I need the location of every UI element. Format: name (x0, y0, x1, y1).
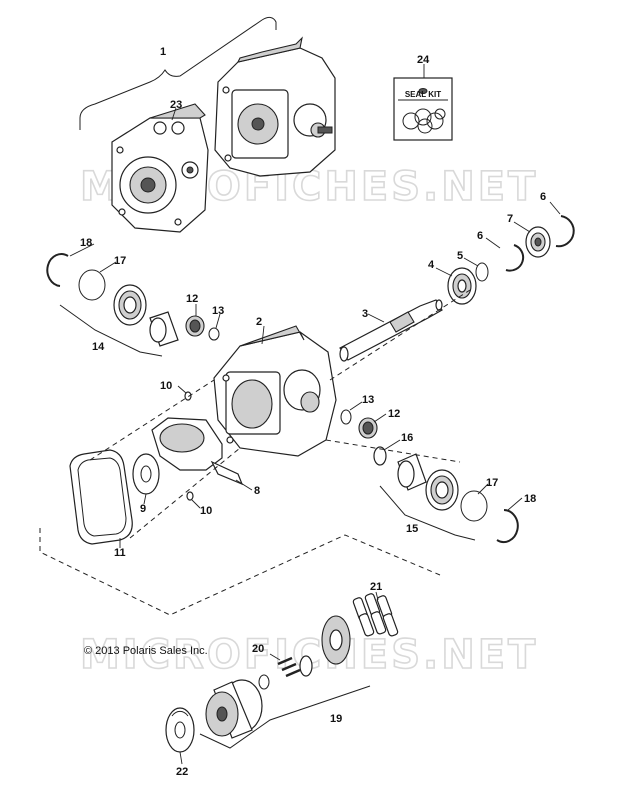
retaining-ring-part-18-left (46, 253, 69, 287)
seal-part-4 (447, 267, 477, 305)
cylinder-block-part-19 (205, 679, 263, 739)
callout-14: 14 (92, 341, 105, 353)
callout-15: 15 (406, 523, 418, 535)
callout-18-left: 18 (80, 237, 92, 249)
dowel-pin-part-10-upper (184, 391, 192, 401)
callout-19: 19 (330, 713, 342, 725)
valve-plate-part-22 (165, 707, 195, 753)
dowel-pin-part-10-lower (186, 491, 194, 501)
bearing-part-12-right (358, 417, 378, 439)
bearing-part-14 (113, 284, 147, 326)
main-housing-part-1 (214, 36, 336, 177)
o-ring-part-13-right (340, 409, 352, 425)
callout-21: 21 (370, 581, 382, 593)
pump-housing-part-23 (111, 103, 209, 233)
pistons-part-21 (352, 593, 399, 637)
bearing-part-12-left (185, 315, 205, 337)
bearing-part-15 (425, 469, 459, 511)
callout-6-upper: 6 (540, 191, 546, 203)
callout-7: 7 (507, 213, 513, 225)
callout-2: 2 (256, 316, 262, 328)
retaining-ring-part-18-right (496, 509, 519, 543)
callout-18-right: 18 (524, 493, 536, 505)
callout-13-right: 13 (362, 394, 374, 406)
seal-kit-box-24: SEAL KIT (393, 77, 453, 141)
callout-22: 22 (176, 766, 188, 778)
callout-6-lower: 6 (477, 230, 483, 242)
thrust-washer-part-9 (132, 453, 160, 495)
bracket-assembly-15 (379, 485, 476, 541)
bracket-assembly-14 (59, 304, 163, 357)
callout-3: 3 (362, 308, 368, 320)
callout-23: 23 (170, 99, 182, 111)
seal-kit-label: SEAL KIT (405, 90, 441, 99)
center-housing-part-2 (213, 325, 337, 457)
callout-12-right: 12 (388, 408, 400, 420)
copyright-text: © 2013 Polaris Sales Inc. (84, 645, 208, 657)
callout-16: 16 (401, 432, 413, 444)
callout-17-left: 17 (114, 255, 126, 267)
swashplate-part-8 (151, 417, 244, 486)
callout-9: 9 (140, 503, 146, 515)
bearing-sleeve-part-15 (397, 453, 427, 491)
callout-4: 4 (428, 259, 435, 271)
callout-1: 1 (160, 46, 166, 58)
gasket-part-11 (69, 449, 133, 545)
callout-labels: 1 2 3 4 5 6 6 7 8 9 10 10 11 12 12 13 13… (80, 46, 546, 778)
o-ring-part-13-left (208, 327, 220, 341)
dashed-assembly-lines (39, 289, 471, 616)
callout-5: 5 (457, 250, 463, 262)
callout-11: 11 (114, 547, 126, 559)
bracket-assembly-1 (79, 16, 277, 130)
retaining-ring-part-6-lower (505, 244, 525, 272)
o-ring-part-17-right (460, 490, 488, 522)
ring-part-19 (258, 655, 313, 690)
callout-8: 8 (254, 485, 260, 497)
bearing-sleeve-part-14 (149, 311, 179, 347)
leader-lines (69, 64, 561, 765)
callout-20: 20 (252, 643, 264, 655)
callout-13-left: 13 (212, 305, 224, 317)
washer-part-5 (475, 262, 489, 282)
bearing-part-7 (525, 226, 551, 258)
callout-24: 24 (417, 54, 430, 66)
input-shaft-part-3 (339, 299, 443, 362)
retaining-ring-part-6-upper (555, 215, 575, 248)
spring-pins-part-20 (277, 656, 301, 678)
callout-10-upper: 10 (160, 380, 172, 392)
o-ring-part-17-left (78, 269, 106, 301)
bracket-assembly-19 (199, 685, 371, 749)
callout-10-lower: 10 (200, 505, 212, 517)
callout-17-right: 17 (486, 477, 498, 489)
seal-part-16 (373, 446, 387, 466)
retainer-plate-part-19 (321, 615, 351, 665)
callout-12-left: 12 (186, 293, 198, 305)
